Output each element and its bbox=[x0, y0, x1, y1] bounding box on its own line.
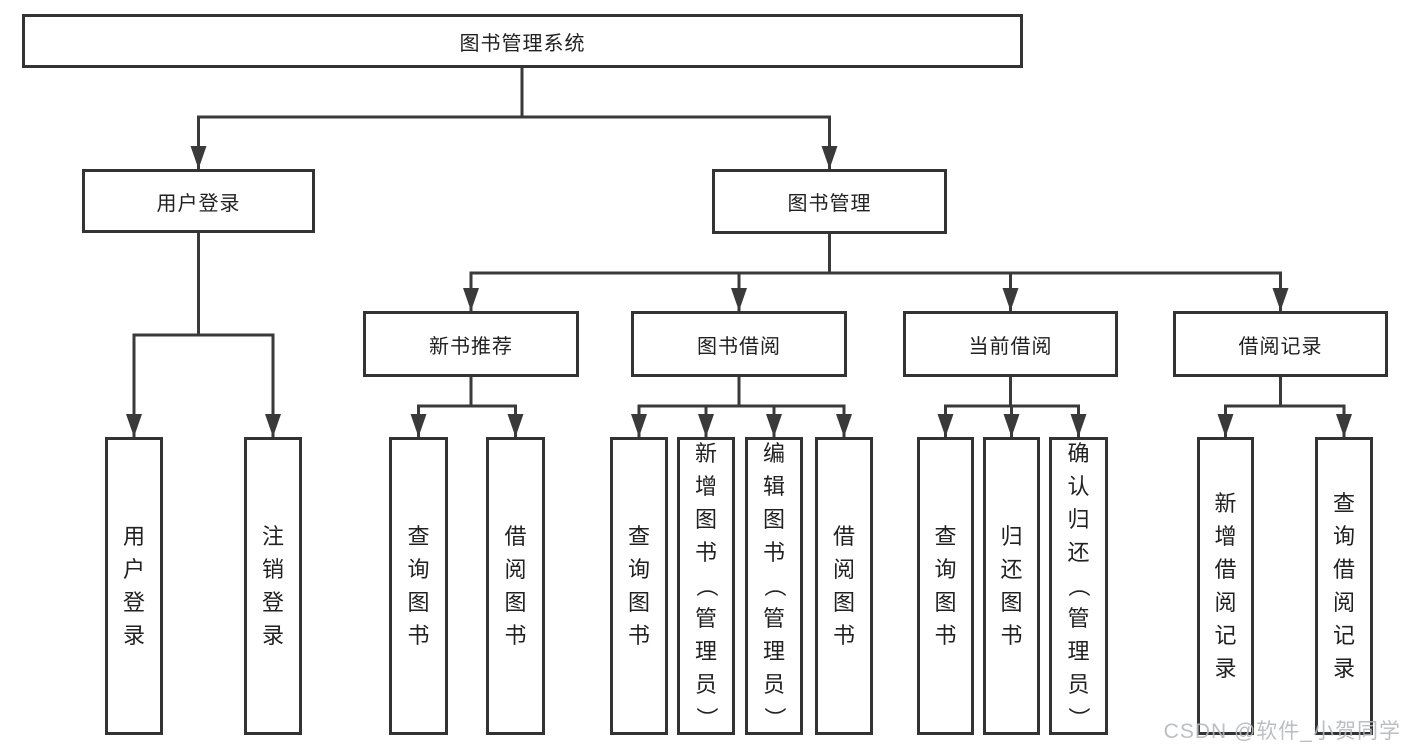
node-book-borrow: 图书借阅 bbox=[631, 311, 847, 377]
leaf-edit-book-admin: 编辑图书（管理员） bbox=[745, 437, 803, 735]
leaf-borrow-book: 借阅图书 bbox=[815, 437, 873, 735]
connector-current-borrow-children bbox=[937, 375, 1087, 439]
connector-borrow-record-children bbox=[1217, 375, 1352, 439]
node-root-system: 图书管理系统 bbox=[22, 14, 1023, 68]
leaf-logout: 注销登录 bbox=[244, 437, 302, 735]
leaf-add-borrow-record: 新增借阅记录 bbox=[1197, 437, 1254, 735]
connector-book-mgmt-children bbox=[463, 232, 1289, 313]
node-new-book-recommend: 新书推荐 bbox=[363, 311, 579, 377]
leaf-current-query-book: 查询图书 bbox=[917, 437, 974, 735]
connector-new-book-children bbox=[410, 375, 524, 439]
connector-book-borrow-children bbox=[631, 375, 852, 439]
node-user-login-module: 用户登录 bbox=[82, 169, 315, 233]
leaf-add-book-admin: 新增图书（管理员） bbox=[677, 437, 735, 735]
csdn-watermark: CSDN @软件_小贺同学 bbox=[1163, 720, 1401, 743]
connector-root-to-level1 bbox=[190, 66, 838, 171]
leaf-return-book: 归还图书 bbox=[983, 437, 1040, 735]
leaf-newrec-query-book: 查询图书 bbox=[389, 437, 448, 735]
node-current-borrow: 当前借阅 bbox=[903, 311, 1118, 377]
leaf-user-login: 用户登录 bbox=[105, 437, 163, 735]
leaf-borrow-query-book: 查询图书 bbox=[610, 437, 668, 735]
leaf-confirm-return-admin: 确认归还（管理员） bbox=[1049, 437, 1108, 735]
connector-user-login-children bbox=[126, 231, 281, 439]
node-book-mgmt-module: 图书管理 bbox=[712, 169, 947, 234]
leaf-newrec-borrow-book: 借阅图书 bbox=[486, 437, 545, 735]
node-borrow-record: 借阅记录 bbox=[1173, 311, 1388, 377]
leaf-query-borrow-record: 查询借阅记录 bbox=[1315, 437, 1373, 735]
